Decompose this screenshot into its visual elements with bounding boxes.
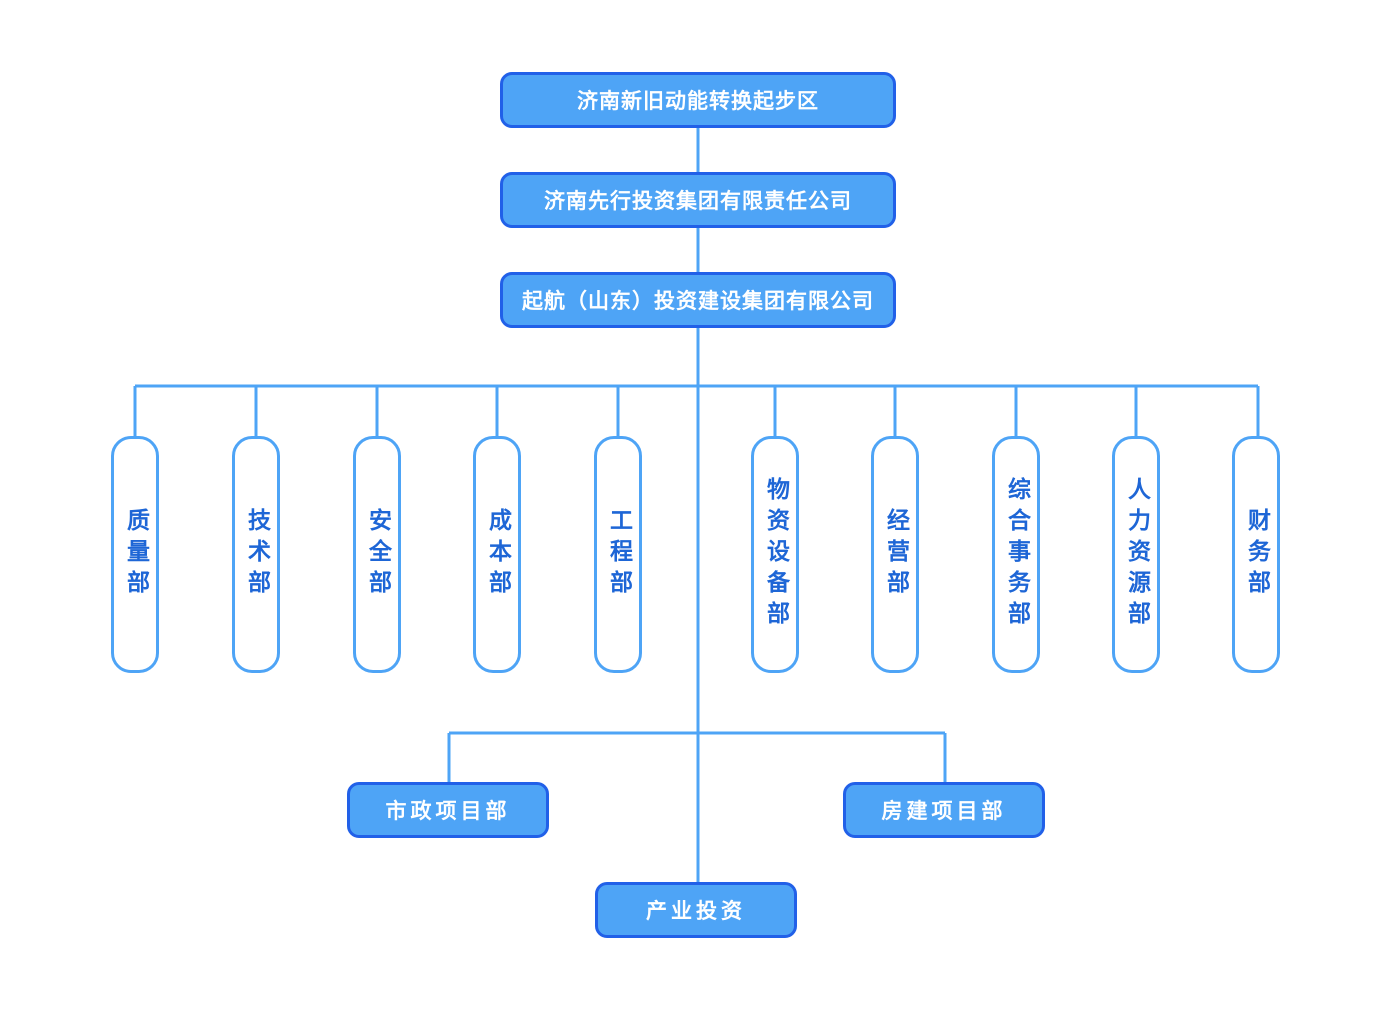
dept-materials-equipment: 物资设备部 — [751, 436, 799, 673]
dept-operations: 经营部 — [871, 436, 919, 673]
dept-general-affairs: 综合事务部 — [992, 436, 1040, 673]
dept-safety: 安全部 — [353, 436, 401, 673]
project-building: 房建项目部 — [843, 782, 1045, 838]
project-municipal: 市政项目部 — [347, 782, 549, 838]
dept-engineering: 工程部 — [594, 436, 642, 673]
dept-technology: 技术部 — [232, 436, 280, 673]
org-box-qibuqu: 济南新旧动能转换起步区 — [500, 72, 896, 128]
dept-quality: 质量部 — [111, 436, 159, 673]
dept-human-resources: 人力资源部 — [1112, 436, 1160, 673]
org-box-qihang-group: 起航（山东）投资建设集团有限公司 — [500, 272, 896, 328]
dept-cost: 成本部 — [473, 436, 521, 673]
org-box-xianxing-group: 济南先行投资集团有限责任公司 — [500, 172, 896, 228]
industrial-investment: 产业投资 — [595, 882, 797, 938]
dept-finance: 财务部 — [1232, 436, 1280, 673]
